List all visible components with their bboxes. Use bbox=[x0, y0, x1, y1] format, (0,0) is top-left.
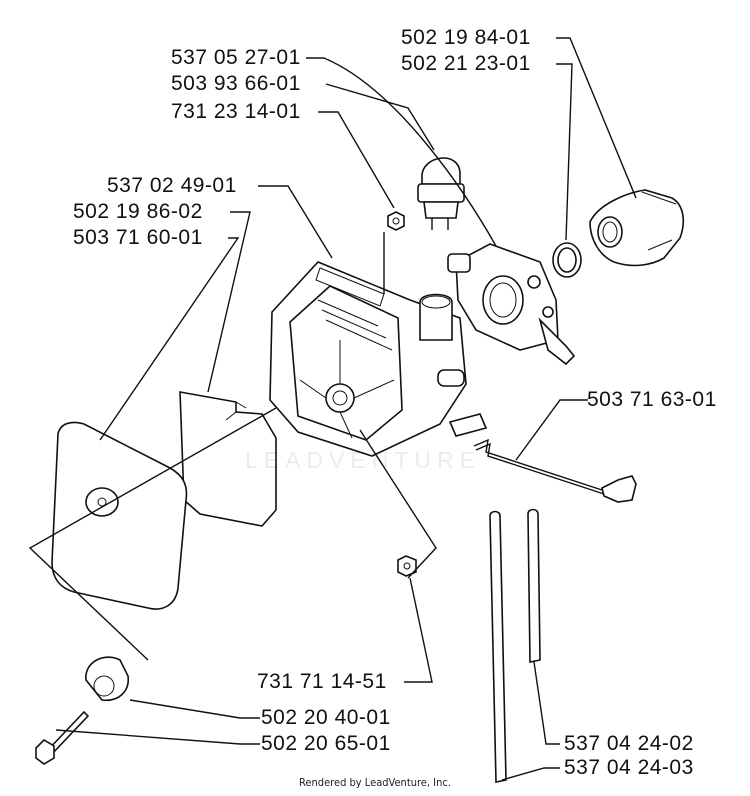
air-filter-cover bbox=[51, 421, 188, 610]
watermark: LEADVENTURE bbox=[245, 447, 481, 473]
label-731-71-14-51: 731 71 14-51 bbox=[257, 670, 387, 693]
intake-elbow bbox=[589, 189, 685, 267]
label-502-20-40-01: 502 20 40-01 bbox=[261, 706, 391, 729]
footer-credit: Rendered by LeadVenture, Inc. bbox=[299, 776, 451, 789]
o-ring bbox=[552, 242, 582, 278]
label-503-93-66-01: 503 93 66-01 bbox=[171, 72, 301, 95]
throttle-rod bbox=[473, 438, 637, 503]
carburetor bbox=[447, 243, 576, 366]
label-537-05-27-01: 537 05 27-01 bbox=[171, 46, 301, 69]
fuel-hose-short bbox=[527, 508, 541, 663]
cover-knob bbox=[85, 656, 129, 701]
label-502-21-23-01: 502 21 23-01 bbox=[401, 52, 531, 75]
hex-nut-lower bbox=[397, 555, 417, 577]
label-537-04-24-02: 537 04 24-02 bbox=[564, 732, 694, 755]
label-502-20-65-01: 502 20 65-01 bbox=[261, 732, 391, 755]
cover-bolt bbox=[35, 710, 90, 765]
foam-pre-filter bbox=[179, 391, 277, 527]
label-502-19-86-02: 502 19 86-02 bbox=[73, 200, 203, 223]
fuel-hose-long bbox=[489, 510, 507, 783]
label-503-71-63-01: 503 71 63-01 bbox=[587, 388, 717, 411]
hex-nut-upper bbox=[387, 211, 405, 231]
air-filter-housing bbox=[269, 261, 488, 457]
label-503-71-60-01: 503 71 60-01 bbox=[73, 226, 203, 249]
label-731-23-14-01: 731 23 14-01 bbox=[171, 100, 301, 123]
leader-lines bbox=[28, 37, 637, 781]
label-502-19-84-01: 502 19 84-01 bbox=[401, 26, 531, 49]
label-537-04-24-03: 537 04 24-03 bbox=[564, 756, 694, 779]
primer-bulb bbox=[417, 157, 465, 230]
label-537-02-49-01: 537 02 49-01 bbox=[107, 174, 237, 197]
